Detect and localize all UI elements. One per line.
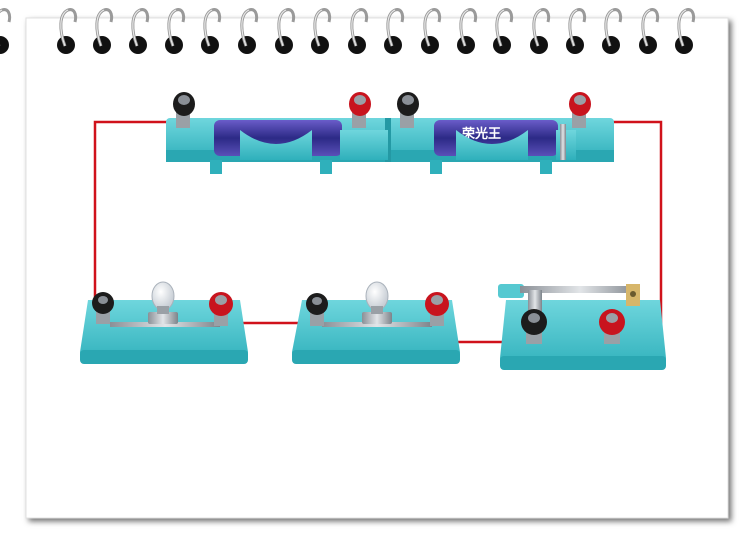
switch-terminal-red	[599, 309, 625, 344]
bulb-1	[151, 281, 175, 311]
switch-blade	[520, 286, 640, 293]
terminal-red-1	[349, 92, 371, 128]
lamp1-terminal-black	[92, 292, 114, 324]
lamp-board-2	[292, 281, 460, 364]
battery-holder: ROYAL 荣光王	[166, 118, 614, 174]
terminal-black-1	[173, 92, 195, 128]
knife-switch	[498, 284, 666, 370]
lamp1-terminal-red	[209, 292, 233, 326]
lamp-board-1	[80, 281, 248, 364]
spiral-binding	[0, 8, 696, 56]
switch-handle	[498, 284, 524, 298]
bulb-2	[365, 281, 389, 311]
battery-terminals	[173, 92, 591, 128]
terminal-red-2	[569, 92, 591, 128]
battery-right-label: 荣光王	[461, 126, 501, 142]
paper-sheet	[25, 17, 729, 519]
lamp2-terminal-red	[425, 292, 449, 326]
lamp2-terminal-black	[306, 293, 328, 326]
terminal-black-2	[397, 92, 419, 128]
switch-terminal-black	[521, 309, 547, 344]
